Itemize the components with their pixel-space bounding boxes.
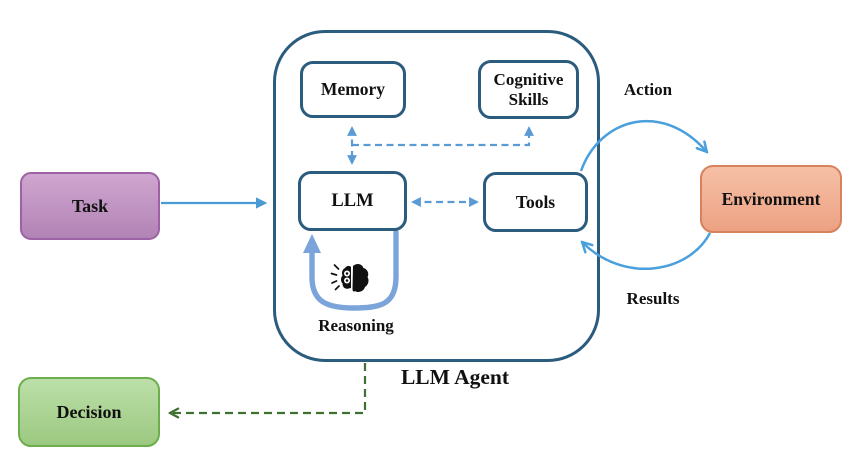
- memory-node: Memory: [300, 61, 406, 118]
- llm-node: LLM: [298, 171, 407, 231]
- brain-icon: [330, 260, 372, 300]
- llm-agent-label: LLM Agent: [400, 365, 510, 389]
- tools-node: Tools: [483, 172, 588, 232]
- llm-label: LLM: [331, 190, 374, 211]
- decision-node: Decision: [18, 377, 160, 447]
- reasoning-label: Reasoning: [318, 316, 394, 335]
- results-label: Results: [626, 289, 680, 308]
- task-node: Task: [20, 172, 160, 240]
- action-label: Action: [623, 80, 673, 99]
- cognitive-skills-node: Cognitive Skills: [478, 60, 579, 119]
- environment-label: Environment: [721, 188, 821, 209]
- environment-node: Environment: [700, 165, 842, 233]
- decision-label: Decision: [56, 401, 122, 422]
- agent-to-decision-arrow: [171, 363, 367, 413]
- task-label: Task: [71, 195, 109, 216]
- cognitive-skills-label: Cognitive Skills: [493, 69, 564, 109]
- results-arrow: [583, 232, 712, 270]
- llm-agent-container: [273, 30, 600, 362]
- memory-label: Memory: [320, 79, 386, 99]
- tools-label: Tools: [515, 191, 556, 212]
